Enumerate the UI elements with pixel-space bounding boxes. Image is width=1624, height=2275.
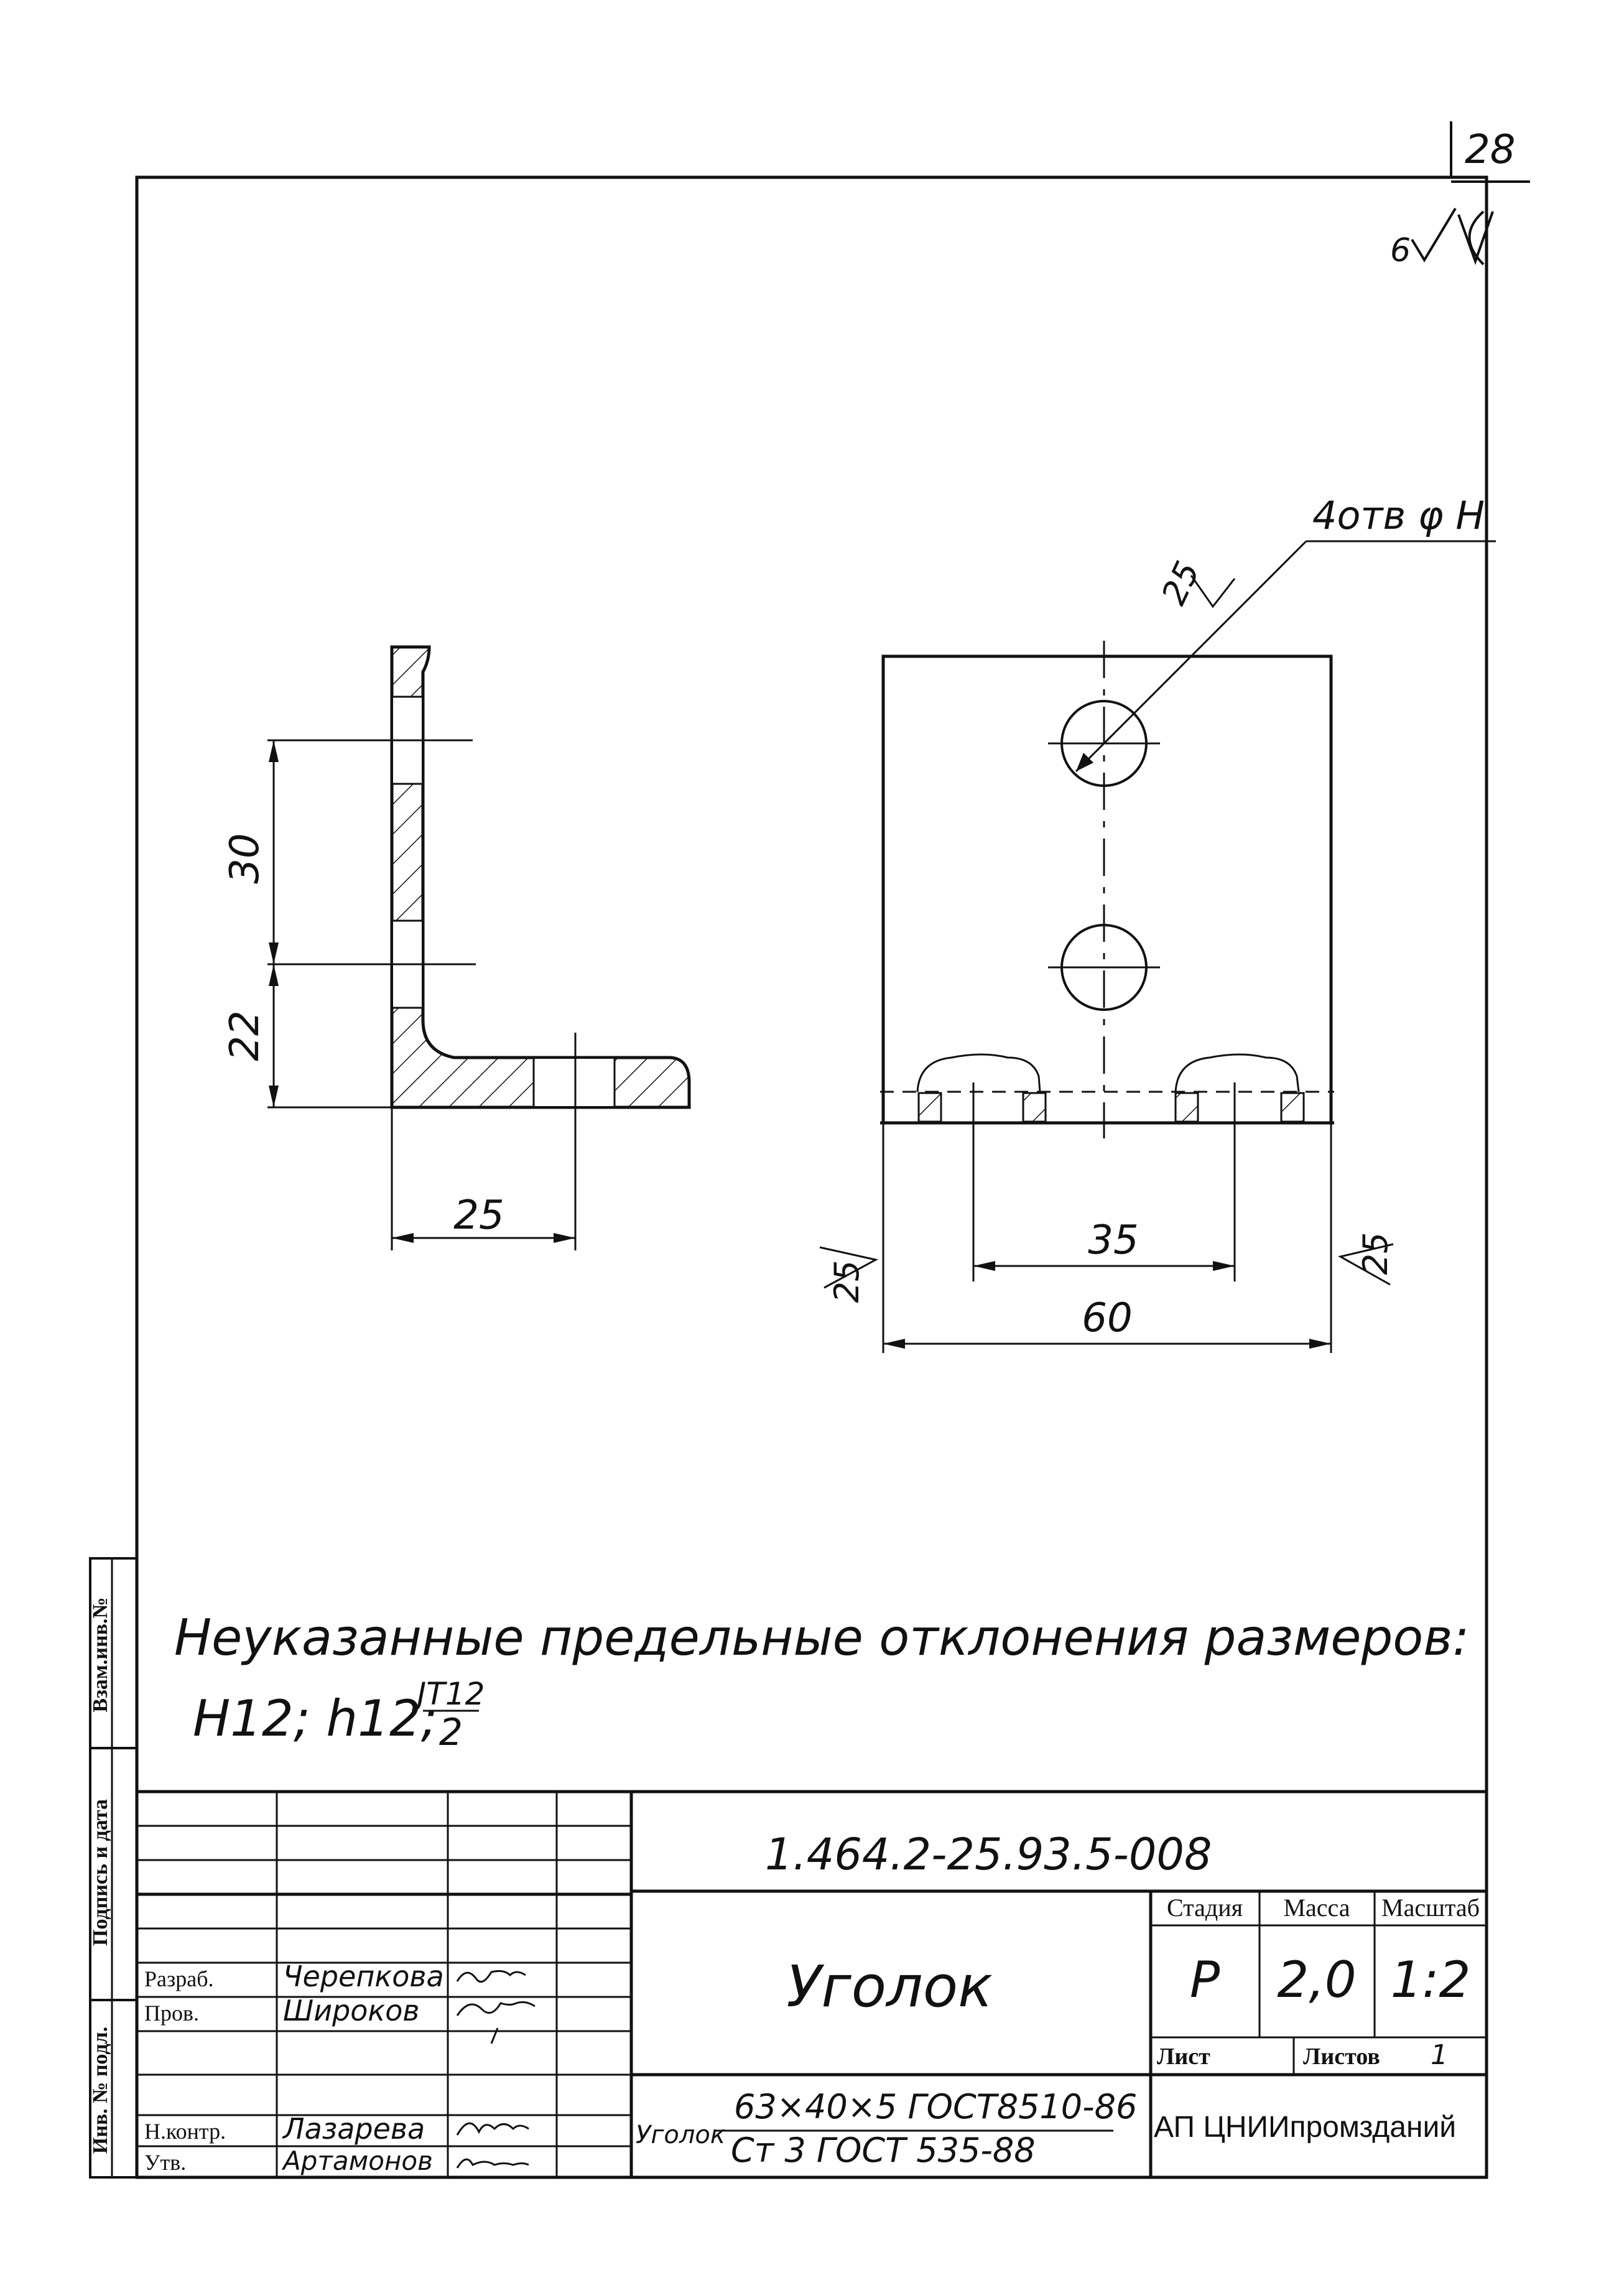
section-cut — [1022, 1092, 1047, 1123]
dimension-25: 25 — [453, 1193, 504, 1239]
mass-header: Масса — [1283, 1894, 1350, 1922]
angle-plan-view: 35 60 25 25 25 4отв φ H — [819, 493, 1496, 1353]
signature-nkontr — [456, 2122, 529, 2136]
notes-line-2: H12; h12; — [193, 1690, 438, 1747]
notes-fraction-numerator: JT12 — [412, 1676, 485, 1712]
section-cut — [917, 1092, 942, 1123]
notes-line-1: Неуказанные предельные отклонения размер… — [174, 1609, 1469, 1667]
angle-profile — [390, 645, 691, 1109]
role-nkontr: Н.контр. — [144, 2119, 226, 2144]
name-prov: Широков — [283, 1994, 419, 2027]
title-block: Разраб. Черепкова Пров. Широков Н.контр.… — [137, 1790, 1487, 2177]
sheet-label: Лист — [1157, 2044, 1210, 2070]
break-line — [916, 1053, 1041, 1092]
roughness-right-value: 25 — [1356, 1232, 1395, 1275]
section-cut — [1280, 1092, 1305, 1123]
name-nkontr: Лазарева — [282, 2112, 425, 2146]
sheets-label: Листов — [1303, 2044, 1380, 2070]
name-razrab: Черепкова — [283, 1960, 444, 1993]
roughness-holes-value: 25 — [1154, 556, 1207, 611]
role-utv: Утв. — [144, 2150, 186, 2175]
roughness-right-symbol — [1337, 1243, 1394, 1286]
hole-gap — [534, 1059, 615, 1106]
roughness-holes-symbol — [1190, 575, 1236, 608]
name-utv: Артамонов — [281, 2146, 433, 2176]
signature-razrab — [456, 1970, 526, 1983]
role-prov: Пров. — [144, 2001, 199, 2026]
notes-fraction-denominator: 2 — [439, 1711, 463, 1754]
sheet-number-tab: 28 — [1450, 121, 1530, 183]
label-podpis-data: Подпись и дата — [89, 1799, 112, 1946]
dimension-30: 30 — [222, 833, 268, 883]
label-vzam-inv: Взам.инв.№ — [89, 1597, 112, 1712]
sheet-number: 28 — [1465, 127, 1515, 173]
break-line — [1174, 1053, 1300, 1092]
roughness-left-symbol — [819, 1246, 879, 1289]
left-stamp-columns: Взам.инв.№ Подпись и дата Инв. № подл. — [89, 1557, 138, 2179]
organization-name: АП ЦНИИпромзданий — [1154, 2111, 1456, 2144]
material-steel: Ст 3 ГОСТ 535-88 — [731, 2131, 1036, 2170]
stage-value: Р — [1190, 1951, 1220, 2009]
part-title: Уголок — [786, 1953, 992, 2020]
mass-value: 2,0 — [1277, 1951, 1356, 2009]
roughness-value: 6 — [1390, 232, 1411, 269]
material-profile: 63×40×5 ГОСТ8510-86 — [734, 2087, 1137, 2126]
scale-header: Масштаб — [1381, 1894, 1480, 1922]
document-code: 1.464.2-25.93.5-008 — [765, 1829, 1212, 1880]
material-prefix: Уголок — [636, 2121, 725, 2149]
roughness-general-symbol: 6 — [1390, 207, 1494, 269]
signature-utv — [456, 2158, 529, 2169]
sheets-value: 1 — [1431, 2039, 1448, 2071]
holes-callout: 4отв φ H — [1312, 493, 1485, 538]
stage-header: Стадия — [1167, 1894, 1243, 1922]
dimension-35: 35 — [1088, 1217, 1138, 1263]
roughness-left-value: 25 — [827, 1260, 866, 1303]
scale-value: 1:2 — [1391, 1951, 1471, 2009]
role-razrab: Разраб. — [144, 1966, 214, 1991]
angle-section-view: 30 22 25 — [222, 645, 691, 1250]
section-cut — [1174, 1092, 1199, 1123]
dimension-22: 22 — [222, 1010, 268, 1061]
drawing-frame — [135, 175, 1488, 2179]
signature-prov — [456, 2001, 536, 2016]
dimension-60: 60 — [1082, 1295, 1132, 1341]
label-inv-podl: Инв. № подл. — [89, 2027, 112, 2154]
